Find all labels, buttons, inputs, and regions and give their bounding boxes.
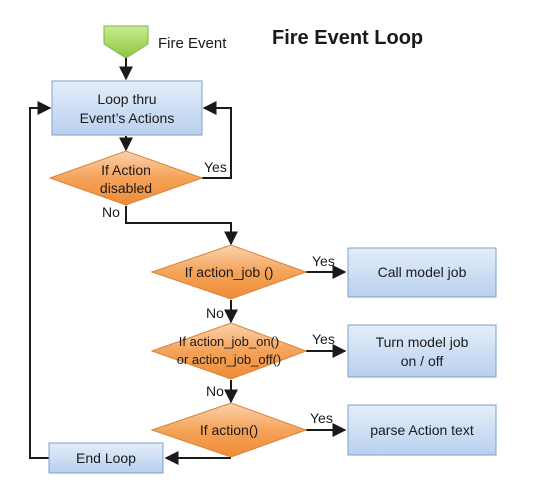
action-job-decision: If action_job () (150, 244, 308, 300)
job-on-off-label-line1: If action_job_on() (179, 334, 279, 349)
loop-node: Loop thru Event’s Actions (51, 80, 203, 136)
disabled-decision: If Action disabled (48, 150, 204, 206)
job-on-off-decision: If action_job_on() or action_job_off() (150, 322, 308, 380)
turn-model-label-line1: Turn model job (376, 334, 469, 350)
job-on-off-diamond (150, 322, 308, 380)
disabled-yes-label: Yes (204, 159, 227, 175)
start-shape (103, 25, 149, 59)
on-off-no-label: No (206, 383, 224, 399)
turn-model-label-line2: on / off (401, 353, 444, 369)
disabled-label-line1: If Action (101, 162, 151, 178)
on-off-yes-label: Yes (312, 331, 335, 347)
start-node: Fire Event (103, 25, 227, 59)
action-job-no-label: No (206, 305, 224, 321)
turn-model-node: Turn model job on / off (347, 324, 497, 378)
edge-end-loop-back (29, 101, 52, 459)
parse-text-box (347, 404, 497, 456)
disabled-label-line2: disabled (100, 180, 152, 196)
job-on-off-label-line2: or action_job_off() (177, 352, 282, 367)
disabled-diamond (48, 150, 204, 206)
end-loop-box (48, 442, 164, 474)
parse-text-node: parse Action text (347, 404, 497, 456)
connectors (29, 58, 347, 465)
start-label: Fire Event (158, 35, 227, 52)
call-model-node: Call model job (347, 247, 497, 298)
end-loop-label: End Loop (76, 450, 136, 466)
loop-label-line1: Loop thru (97, 91, 156, 107)
parse-text-label: parse Action text (370, 422, 474, 438)
edge-disabled-yes (202, 101, 232, 179)
action-yes-label: Yes (310, 410, 333, 426)
turn-model-box (347, 324, 497, 378)
page-title: Fire Event Loop (272, 27, 423, 49)
loop-label-line2: Event’s Actions (80, 110, 175, 126)
call-model-label: Call model job (378, 264, 467, 280)
edge-disabled-no (125, 206, 238, 246)
action-job-diamond (150, 244, 308, 300)
action-job-label: If action_job () (185, 264, 274, 280)
end-loop-node: End Loop (48, 442, 164, 474)
action-decision: If action() (150, 402, 308, 458)
action-label: If action() (200, 422, 258, 438)
loop-box (51, 80, 203, 136)
disabled-no-label: No (102, 204, 120, 220)
action-job-yes-label: Yes (312, 253, 335, 269)
action-diamond (150, 402, 308, 458)
call-model-box (347, 247, 497, 298)
